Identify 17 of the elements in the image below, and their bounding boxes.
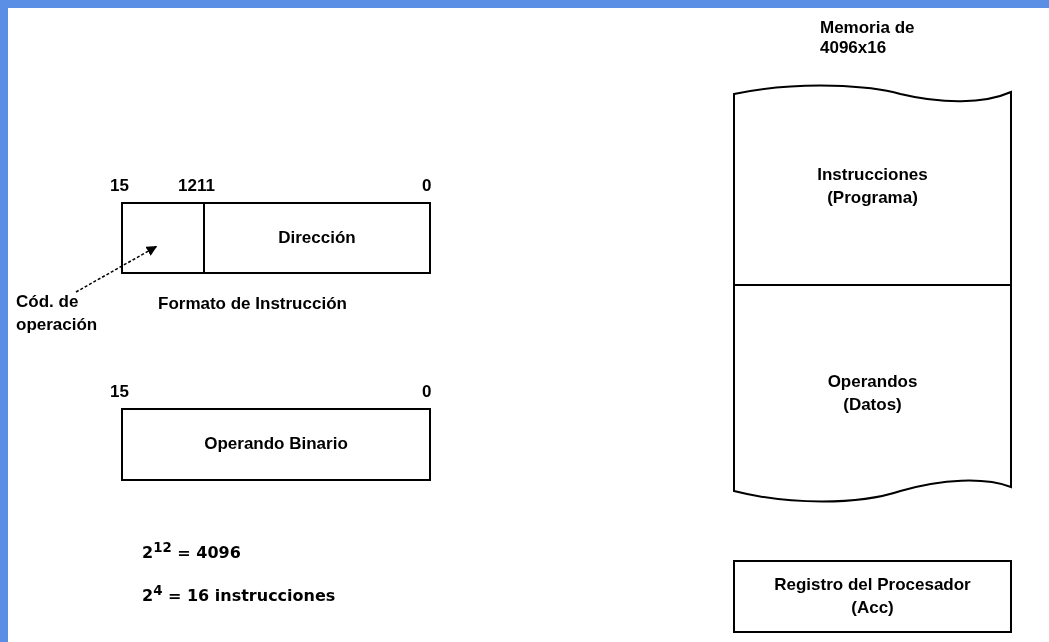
bit-number: 0 <box>422 382 432 403</box>
operand-box: Operando Binario <box>121 408 431 481</box>
bit-number: 0 <box>422 176 432 197</box>
opcode-field <box>121 202 205 274</box>
memory-title: Memoria de 4096x16 <box>820 18 916 59</box>
address-field: Dirección <box>203 202 431 274</box>
formula-text: 2$^{12}$ = 4096 <box>142 540 241 563</box>
bit-number: 12 <box>178 176 197 197</box>
caption-text: Formato de Instrucción <box>158 294 347 315</box>
bit-number: 15 <box>110 382 129 403</box>
leader-line <box>75 245 158 293</box>
bit-number: 11 <box>197 176 215 197</box>
formula-text: 2$^{4}$ = 16 instrucciones <box>142 583 336 606</box>
callout-text: Cód. de operación <box>16 284 126 344</box>
bit-number: 15 <box>110 176 129 197</box>
memory-section: Operandos (Datos) <box>733 285 1012 503</box>
register-box: Registro del Procesador (Acc) <box>733 560 1012 633</box>
